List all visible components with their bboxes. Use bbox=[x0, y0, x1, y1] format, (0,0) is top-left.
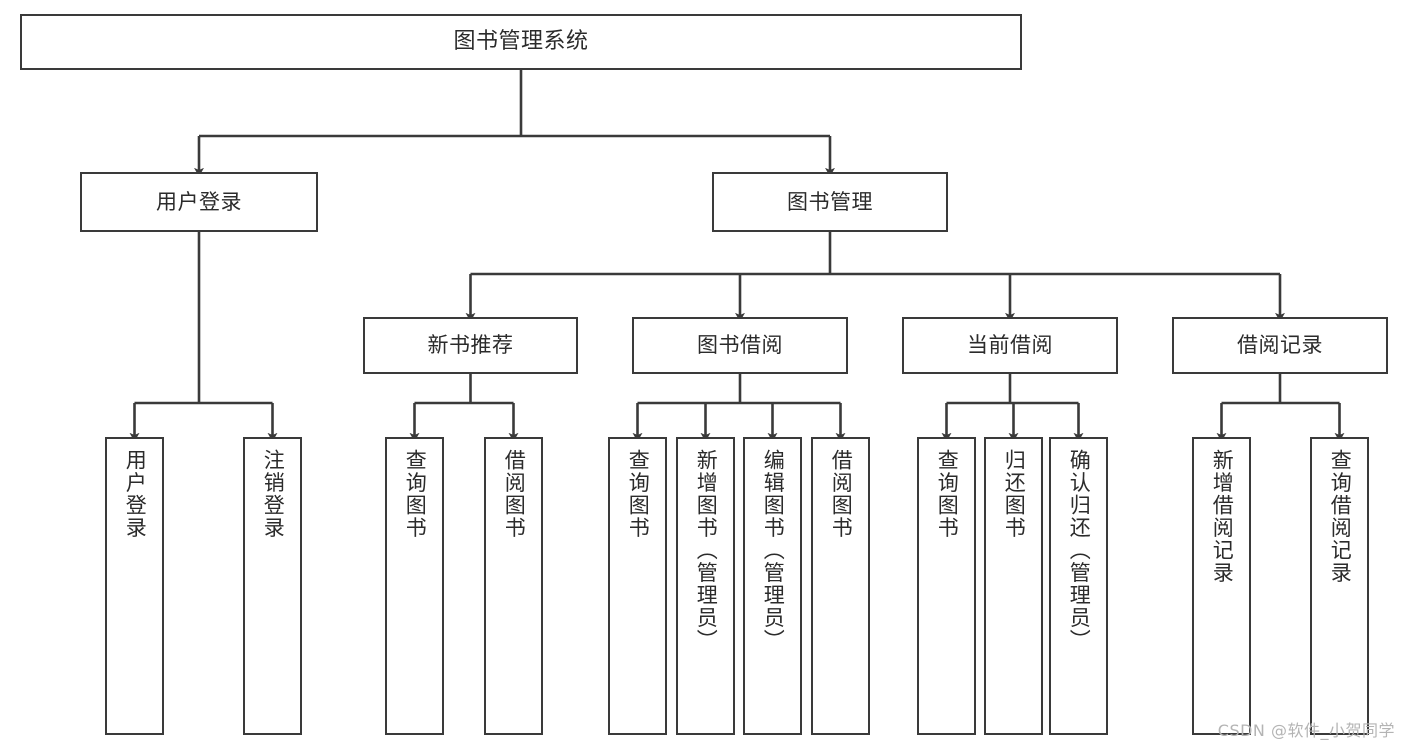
node-new-book-recommend-label: 新书推荐 bbox=[427, 333, 514, 358]
node-current-borrow[interactable]: 当前借阅 bbox=[902, 317, 1118, 374]
node-leaf-add-borrow-record[interactable]: 新增借阅记录 bbox=[1192, 437, 1251, 735]
node-borrow-record-label: 借阅记录 bbox=[1237, 333, 1323, 358]
node-leaf-return-book[interactable]: 归还图书 bbox=[984, 437, 1043, 735]
node-book-borrow-label: 图书借阅 bbox=[697, 333, 783, 358]
node-leaf-edit-book-label: 编辑图书（管理员） bbox=[761, 449, 786, 652]
node-book-borrow[interactable]: 图书借阅 bbox=[632, 317, 848, 374]
node-leaf-add-borrow-record-label: 新增借阅记录 bbox=[1210, 449, 1235, 584]
node-leaf-borrow-book-1-label: 借阅图书 bbox=[502, 449, 527, 539]
node-leaf-query-book-1[interactable]: 查询图书 bbox=[385, 437, 444, 735]
node-borrow-record[interactable]: 借阅记录 bbox=[1172, 317, 1388, 374]
node-leaf-add-book[interactable]: 新增图书（管理员） bbox=[676, 437, 735, 735]
node-leaf-query-borrow-record-label: 查询借阅记录 bbox=[1328, 449, 1353, 584]
node-leaf-query-book-2[interactable]: 查询图书 bbox=[608, 437, 667, 735]
node-leaf-query-book-1-label: 查询图书 bbox=[403, 449, 428, 539]
node-leaf-return-book-label: 归还图书 bbox=[1002, 449, 1027, 539]
node-leaf-query-book-2-label: 查询图书 bbox=[626, 449, 651, 539]
node-new-book-recommend[interactable]: 新书推荐 bbox=[363, 317, 578, 374]
node-leaf-query-book-3[interactable]: 查询图书 bbox=[917, 437, 976, 735]
node-user-login-label: 用户登录 bbox=[156, 189, 242, 214]
node-leaf-borrow-book-2-label: 借阅图书 bbox=[829, 449, 854, 539]
node-leaf-logout[interactable]: 注销登录 bbox=[243, 437, 302, 735]
node-leaf-borrow-book-1[interactable]: 借阅图书 bbox=[484, 437, 543, 735]
node-root[interactable]: 图书管理系统 bbox=[20, 14, 1022, 70]
node-leaf-user-login[interactable]: 用户登录 bbox=[105, 437, 164, 735]
node-leaf-logout-label: 注销登录 bbox=[261, 449, 286, 539]
node-book-manage-label: 图书管理 bbox=[787, 189, 873, 214]
node-leaf-edit-book[interactable]: 编辑图书（管理员） bbox=[743, 437, 802, 735]
node-leaf-confirm-return[interactable]: 确认归还（管理员） bbox=[1049, 437, 1108, 735]
node-leaf-add-book-label: 新增图书（管理员） bbox=[694, 449, 719, 652]
node-leaf-borrow-book-2[interactable]: 借阅图书 bbox=[811, 437, 870, 735]
node-book-manage[interactable]: 图书管理 bbox=[712, 172, 948, 232]
watermark: CSDN @软件_小贺同学 bbox=[1217, 721, 1395, 740]
node-leaf-user-login-label: 用户登录 bbox=[123, 449, 148, 539]
node-leaf-query-book-3-label: 查询图书 bbox=[935, 449, 960, 539]
node-current-borrow-label: 当前借阅 bbox=[967, 333, 1053, 358]
node-leaf-query-borrow-record[interactable]: 查询借阅记录 bbox=[1310, 437, 1369, 735]
node-leaf-confirm-return-label: 确认归还（管理员） bbox=[1067, 449, 1092, 652]
node-root-label: 图书管理系统 bbox=[453, 29, 589, 55]
node-user-login[interactable]: 用户登录 bbox=[80, 172, 318, 232]
